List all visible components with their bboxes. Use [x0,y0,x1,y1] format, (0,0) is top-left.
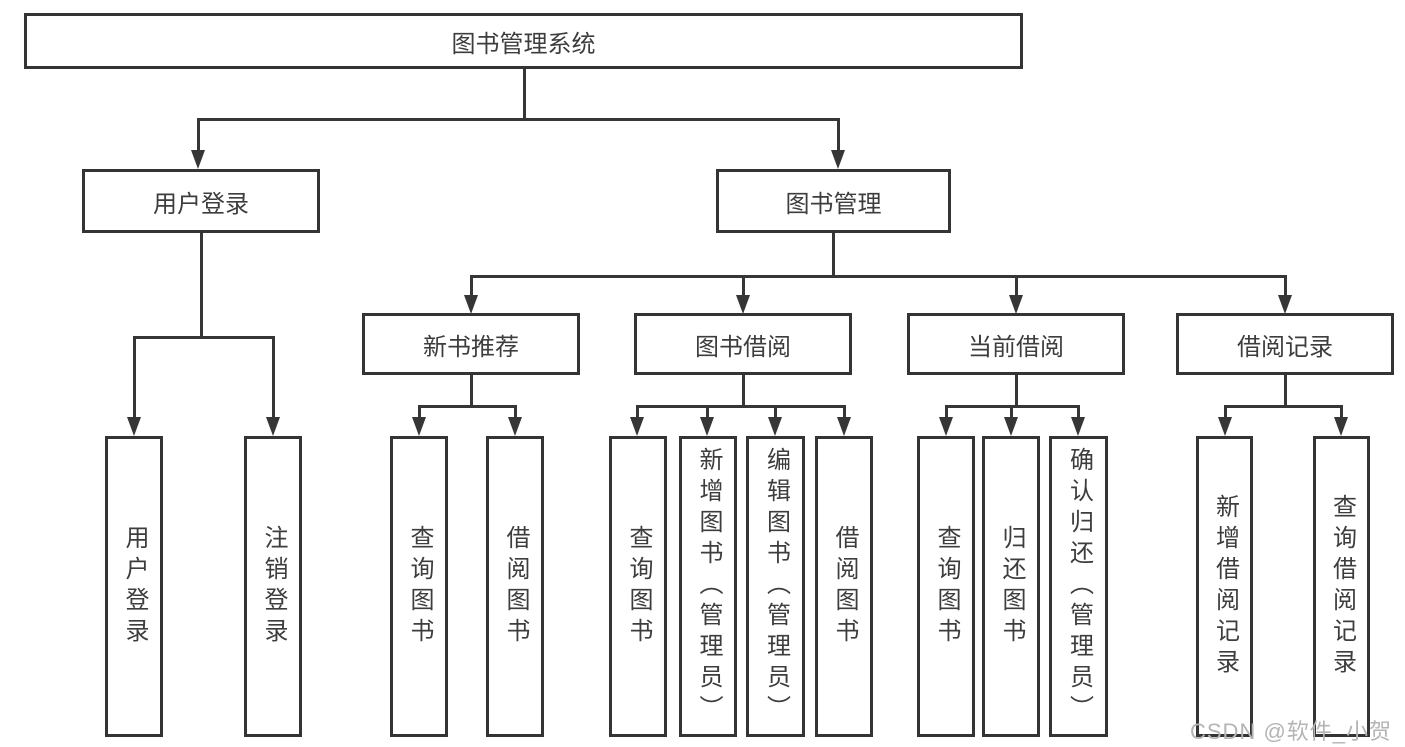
leaf-borrow-books-recommend: 借阅图书 [486,436,544,737]
connector-leaf-line [1340,405,1343,421]
arrowhead [127,417,141,436]
connector-recommend-split [418,405,517,408]
leaf-return-books: 归还图书 [982,436,1040,737]
leaf-user-login: 用户登录 [105,436,163,737]
connector-to-current-borrowing [1015,275,1018,297]
arrowhead [1071,417,1085,436]
connector-leaf-line [636,405,639,421]
arrowhead [266,417,280,436]
connector-leaf-line [418,405,421,421]
leaf-logout: 注销登录 [244,436,302,737]
arrowhead [1218,417,1232,436]
leaf-borrow-books: 借阅图书 [815,436,873,737]
arrowhead [939,417,953,436]
arrowhead [837,417,851,436]
connector-to-new-book-recommend [470,275,473,297]
connector-level2-split [197,118,840,121]
connector-leaf-line [945,405,948,421]
node-library-management-system: 图书管理系统 [24,13,1023,69]
connector-to-borrow-records [1284,275,1287,297]
connector-leaf-line [514,405,517,421]
arrowhead [412,417,426,436]
node-new-book-recommend: 新书推荐 [362,313,580,375]
arrowhead [464,295,478,314]
connector-borrowing-stem [742,375,745,407]
connector-root-stem [523,69,526,120]
connector-user-login-stem [200,233,203,338]
connector-level3-split [470,275,1287,278]
leaf-query-books-borrowing: 查询图书 [609,436,667,737]
leaf-query-borrow-record: 查询借阅记录 [1313,436,1370,737]
arrowhead [191,150,205,169]
connector-current-stem [1015,375,1018,407]
connector-to-book-management [837,118,840,153]
connector-leaf-line [843,405,846,421]
connector-book-management-stem [832,233,835,277]
connector-to-book-borrowing [742,275,745,297]
arrowhead [700,417,714,436]
leaf-add-borrow-record: 新增借阅记录 [1196,436,1253,737]
arrowhead [508,417,522,436]
connector-records-stem [1284,375,1287,407]
arrowhead [1278,295,1292,314]
node-book-borrowing: 图书借阅 [634,313,852,375]
arrowhead [736,295,750,314]
csdn-watermark: CSDN @软件_小贺同学 [1190,719,1393,744]
arrowhead [831,150,845,169]
connector-leaf-line [706,405,709,421]
node-borrow-records: 借阅记录 [1176,313,1394,375]
connector-user-login-split [133,336,275,339]
arrowhead [1004,417,1018,436]
arrowhead [1009,295,1023,314]
node-current-borrowing: 当前借阅 [907,313,1125,375]
leaf-add-books-admin: 新增图书（管理员） [679,436,737,737]
connector-to-leaf-user-login [133,336,136,418]
arrowhead [768,417,782,436]
connector-leaf-line [1010,405,1013,421]
connector-recommend-stem [470,375,473,407]
connector-to-leaf-logout [272,336,275,418]
connector-leaf-line [1224,405,1227,421]
connector-leaf-line [1077,405,1080,421]
leaf-confirm-return-admin: 确认归还（管理员） [1049,436,1108,737]
leaf-query-books-current: 查询图书 [917,436,975,737]
connector-to-user-login [197,118,200,153]
connector-records-split [1224,405,1343,408]
node-user-login: 用户登录 [82,169,320,233]
leaf-query-books-recommend: 查询图书 [390,436,448,737]
arrowhead [1334,417,1348,436]
connector-leaf-line [774,405,777,421]
connector-borrowing-split [636,405,846,408]
arrowhead [630,417,644,436]
leaf-edit-books-admin: 编辑图书（管理员） [746,436,805,737]
node-book-management: 图书管理 [716,169,951,233]
